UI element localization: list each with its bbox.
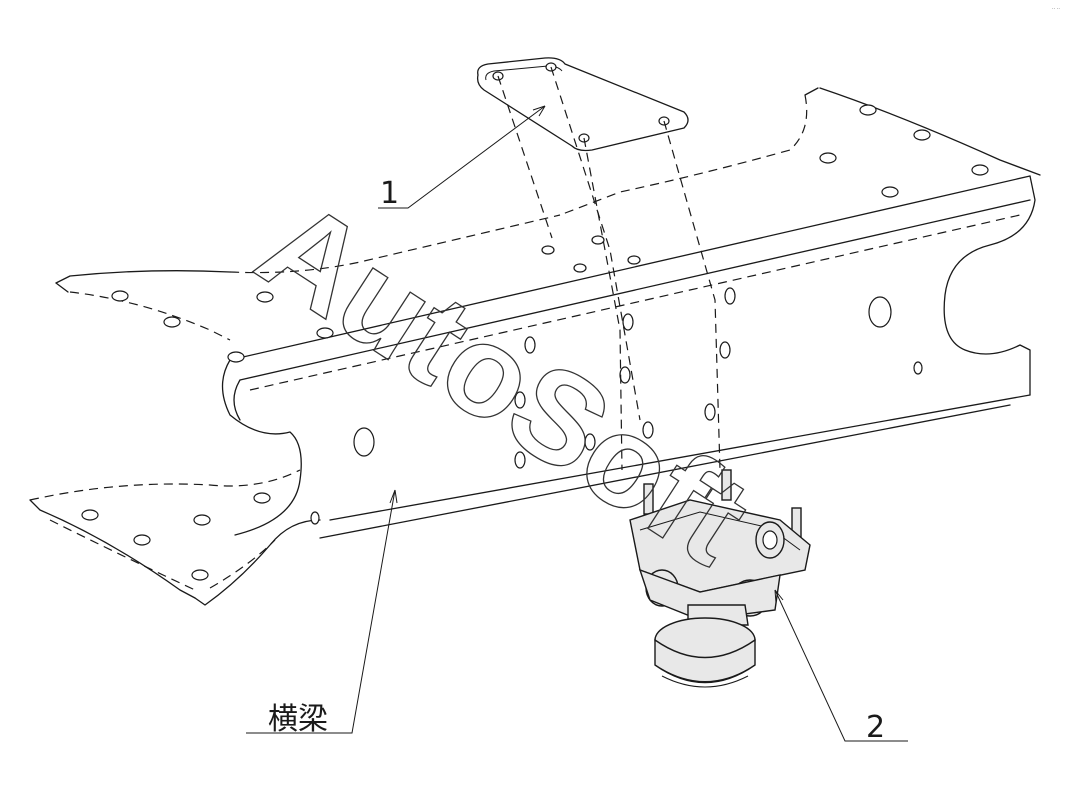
cross-beam [29,87,1041,606]
callout-label-2: 2 [866,710,885,745]
watermark: AutoSoft [235,171,775,592]
corner-mark: ·· ·· [1052,6,1060,12]
leader-lines [246,105,908,742]
assembly-lines [497,66,721,471]
relay-valve-part-2 [629,469,811,688]
bracket-plate-part-1 [476,57,689,152]
callout-label-1: 1 [380,176,399,211]
callout-label-beam: 横梁 [268,702,328,737]
